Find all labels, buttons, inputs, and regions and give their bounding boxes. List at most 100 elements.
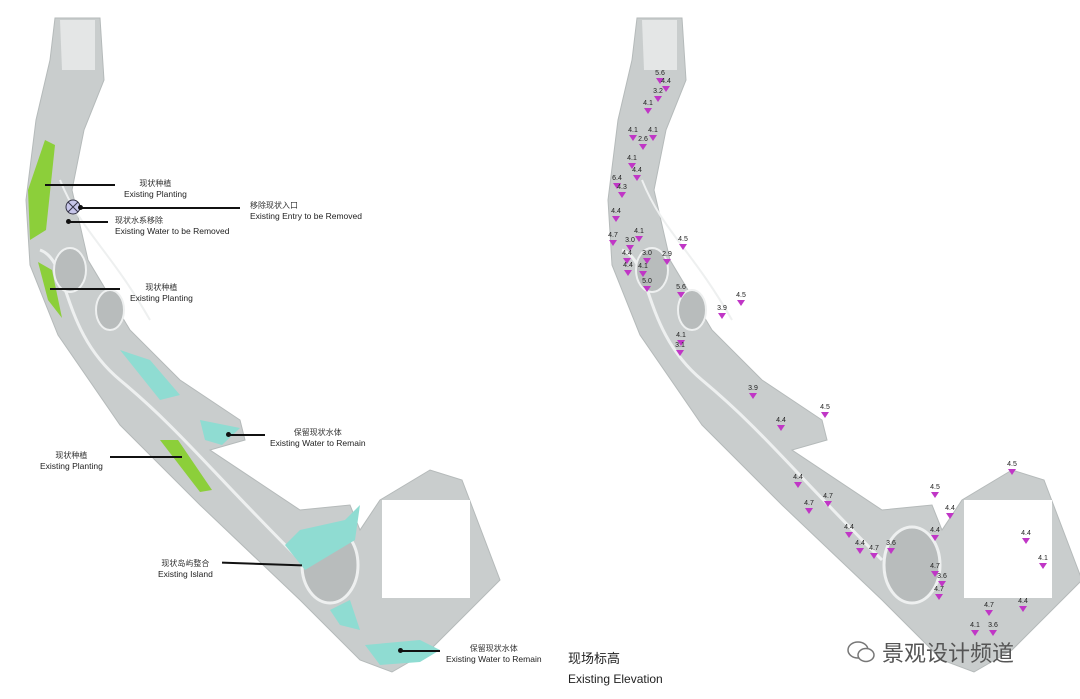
elevation-value: 4.4 [930,527,940,534]
elevation-value: 4.5 [820,404,830,411]
elevation-marker: 4.4 [608,208,624,222]
elevation-value: 4.4 [945,505,955,512]
elevation-marker-icon [613,183,621,189]
elevation-marker-icon [718,313,726,319]
elevation-value: 4.1 [648,127,658,134]
elevation-value: 4.5 [930,484,940,491]
elevation-marker: 4.7 [820,493,836,507]
elevation-marker: 2.6 [635,136,651,150]
elevation-value: 3.6 [886,540,896,547]
elevation-marker: 4.7 [866,545,882,559]
elevation-value: 3.6 [988,622,998,629]
elevation-marker-icon [1022,538,1030,544]
elevation-marker-icon [931,535,939,541]
elevation-value: 4.7 [984,602,994,609]
elevation-marker: 4.5 [1004,461,1020,475]
elevation-marker-icon [824,501,832,507]
elevation-marker: 4.7 [605,232,621,246]
elevation-value: 4.4 [1021,530,1031,537]
elevation-value: 3.1 [675,342,685,349]
elevation-marker: 4.1 [645,127,661,141]
water-area [365,640,440,665]
elevation-marker: 4.7 [801,500,817,514]
elevation-marker-icon [931,492,939,498]
elevation-value: 4.1 [970,622,980,629]
elevation-marker-icon [856,548,864,554]
elevation-marker-icon [679,244,687,250]
elevation-value: 4.5 [736,292,746,299]
elevation-marker: 4.1 [625,127,641,141]
elevation-marker: 3.6 [985,622,1001,636]
elevation-marker-icon [935,594,943,600]
elevation-marker: 4.5 [817,404,833,418]
elevation-value: 4.4 [855,540,865,547]
elevation-marker-icon [623,258,631,264]
elevation-marker-icon [1019,606,1027,612]
elevation-value: 4.1 [643,100,653,107]
water-area [200,420,240,445]
elevation-value: 4.4 [632,167,642,174]
elevation-marker-icon [662,86,670,92]
elevation-value: 4.7 [934,586,944,593]
leader-dot [66,219,71,224]
elevation-marker-icon [1039,563,1047,569]
elevation-marker-icon [609,240,617,246]
elevation-value: 3.6 [937,573,947,580]
elevation-value: 4.7 [930,563,940,570]
elevation-marker: 3.9 [745,385,761,399]
elevation-marker: 3.2 [650,88,666,102]
elevation-marker: 5.6 [673,284,689,298]
elevation-marker-icon [639,271,647,277]
elevation-marker-icon [794,482,802,488]
elevation-value: 5.0 [642,278,652,285]
elevation-marker: 4.5 [927,484,943,498]
elevation-marker-icon [821,412,829,418]
elevation-marker: 6.4 [609,175,625,189]
elevation-value: 4.3 [617,184,627,191]
elevation-marker-icon [629,135,637,141]
plan-title: 现场标高 Existing Elevation [568,648,663,686]
leader-dot [226,432,231,437]
elevation-marker-icon [626,245,634,251]
water-area [330,600,360,630]
elevation-marker: 4.4 [620,262,636,276]
elevation-value: 4.5 [678,236,688,243]
elevation-value: 4.5 [1007,461,1017,468]
elevation-value: 4.7 [823,493,833,500]
elevation-marker-icon [870,553,878,559]
elevation-marker: 2.9 [659,251,675,265]
elevation-marker-icon [677,292,685,298]
elevation-marker-icon [635,236,643,242]
elevation-marker: 4.1 [1035,555,1051,569]
elevation-marker-icon [618,192,626,198]
elevation-value: 4.4 [1018,598,1028,605]
elevation-value: 4.1 [638,263,648,270]
elevation-marker: 4.1 [624,155,640,169]
elevation-marker: 4.4 [942,505,958,519]
elevation-marker-icon [1008,469,1016,475]
elevation-marker-icon [931,571,939,577]
elevation-value: 3.0 [625,237,635,244]
elevation-marker-icon [971,630,979,636]
elevation-marker: 4.4 [658,78,674,92]
elevation-value: 4.1 [1038,555,1048,562]
elevation-marker-icon [649,135,657,141]
elevation-value: 2.6 [638,136,648,143]
elevation-marker-icon [989,630,997,636]
elevation-marker: 4.4 [1015,598,1031,612]
elevation-marker: 4.1 [673,332,689,346]
elevation-marker: 4.4 [619,250,635,264]
elevation-marker: 4.7 [931,586,947,600]
leader-line [228,434,265,436]
elevation-marker-icon [656,78,664,84]
elevation-value: 3.9 [748,385,758,392]
elevation-value: 3.0 [642,250,652,257]
elevation-marker-icon [887,548,895,554]
